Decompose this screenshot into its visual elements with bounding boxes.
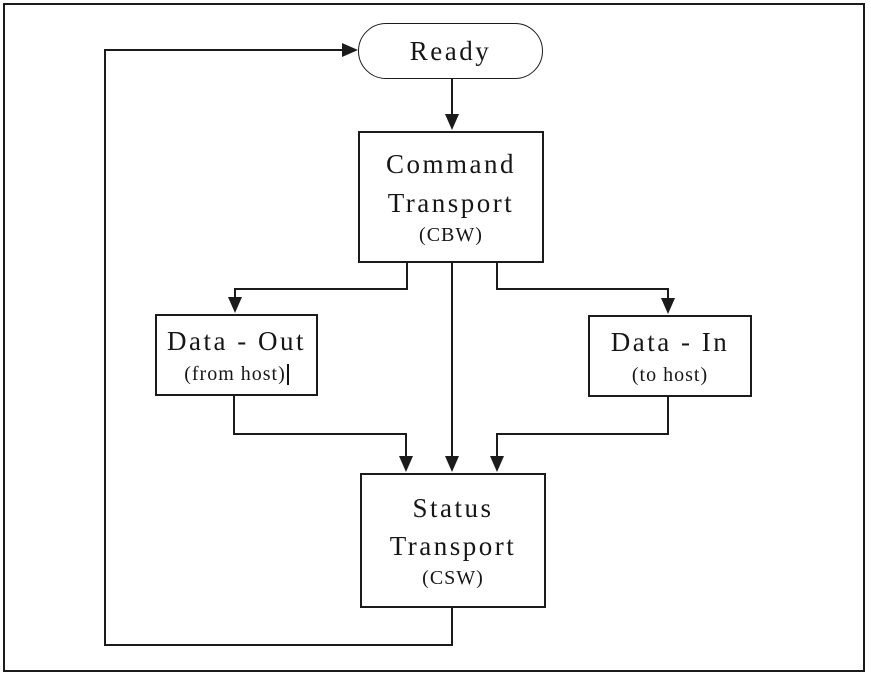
edge-data-in-to-status bbox=[496, 397, 669, 460]
node-status-transport: Status Transport (CSW) bbox=[360, 473, 546, 608]
edge-command-to-data-out bbox=[234, 263, 408, 301]
node-data-in-label: Data - In bbox=[610, 327, 730, 358]
node-ready: Ready bbox=[358, 23, 543, 79]
node-status-transport-label-line2: Transport bbox=[389, 531, 517, 561]
node-command-transport: Command Transport (CBW) bbox=[358, 131, 544, 263]
node-status-transport-sublabel: (CSW) bbox=[422, 567, 484, 590]
node-status-transport-label-line1: Status bbox=[412, 492, 494, 523]
node-command-transport-sublabel: (CBW) bbox=[419, 223, 483, 246]
node-data-out-sublabel: (from host) bbox=[184, 362, 286, 385]
node-data-in-sublabel: (to host) bbox=[631, 363, 709, 386]
node-data-in: Data - In (to host) bbox=[588, 315, 752, 397]
edge-command-to-data-in bbox=[496, 263, 669, 302]
edge-status-to-ready-loop bbox=[104, 49, 453, 646]
node-data-out-label: Data - Out bbox=[167, 326, 306, 357]
text-cursor bbox=[286, 363, 289, 385]
arrowhead-center-into-status bbox=[445, 456, 459, 472]
node-command-transport-label-line2: Transport bbox=[387, 187, 515, 218]
outer-border bbox=[3, 3, 865, 672]
arrowhead-left-into-status bbox=[399, 456, 413, 472]
arrowhead-into-ready bbox=[342, 43, 358, 57]
arrowhead-into-data-out bbox=[228, 297, 242, 313]
edge-data-out-to-status bbox=[233, 396, 407, 460]
node-command-transport-label-line1: Command bbox=[386, 149, 516, 180]
node-data-out: Data - Out (from host) bbox=[155, 314, 318, 396]
arrowhead-into-command bbox=[445, 114, 459, 130]
node-ready-label: Ready bbox=[409, 35, 492, 66]
arrowhead-right-into-status bbox=[490, 456, 504, 472]
arrowhead-into-data-in bbox=[661, 298, 675, 314]
